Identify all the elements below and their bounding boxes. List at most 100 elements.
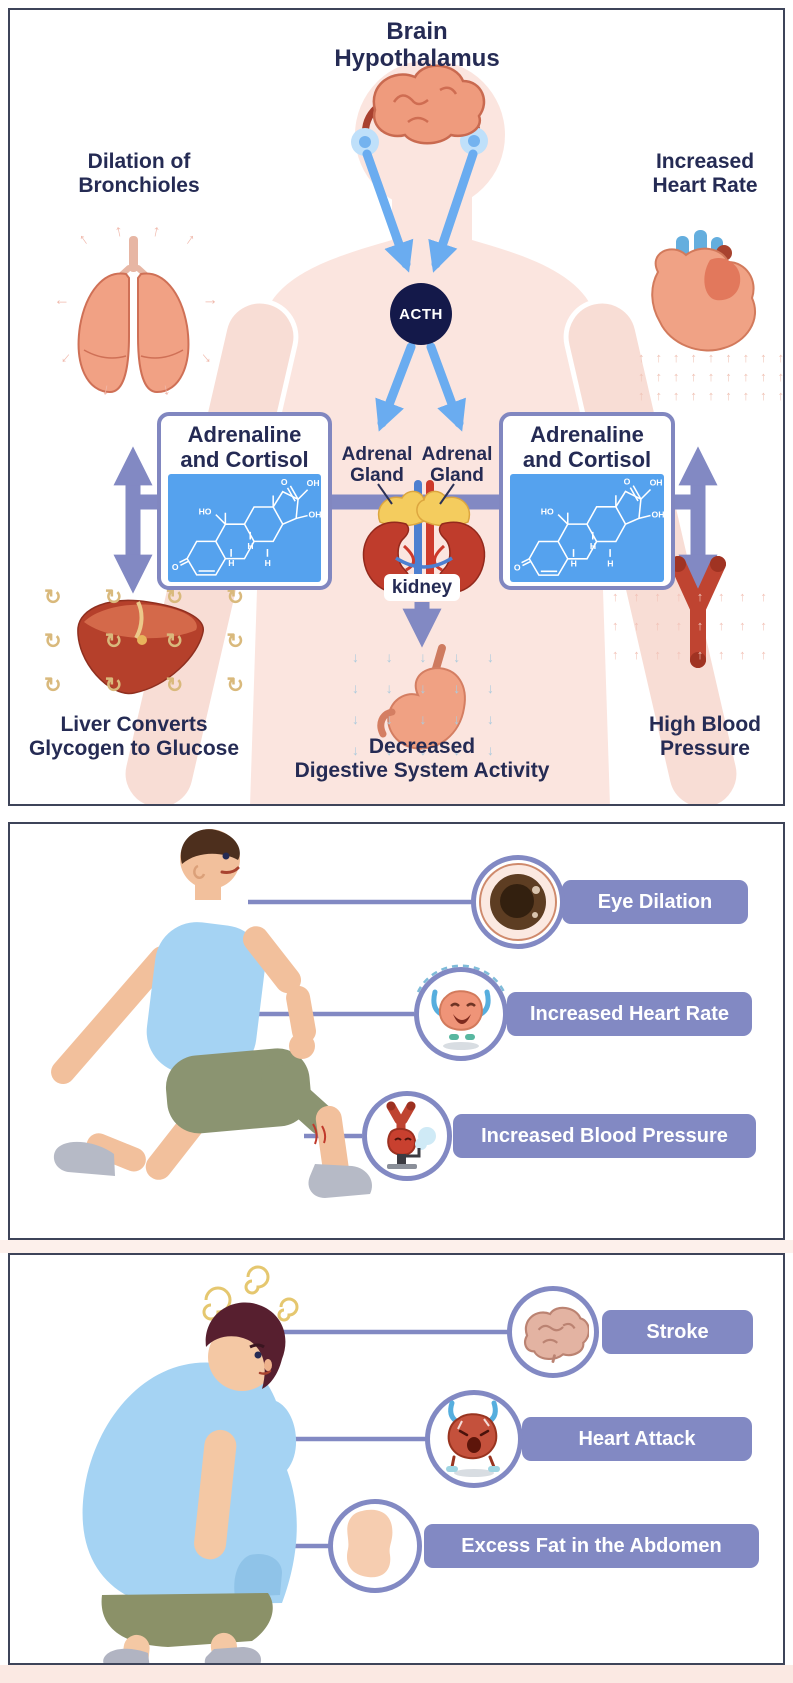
banner-stroke: Stroke [602,1310,753,1354]
bronchioles-line-2: Bronchioles [78,174,200,197]
box-title-line-1: Adrenaline [530,422,644,447]
banner-increased-blood-pressure-text: Increased Blood Pressure [481,1124,728,1147]
heart-icon [651,230,757,352]
abdomen-callout-circle [328,1499,422,1593]
heart-rate-line-2: Heart Rate [652,174,758,197]
dilation-arrow-icon: ↑ [57,349,75,368]
eye-callout-circle [471,855,565,949]
banner-excess-fat: Excess Fat in the Abdomen [424,1524,759,1568]
cortisol-structure-left: O OH HO OH H H H O [168,474,321,582]
dilation-arrow-icon: ↑ [150,222,162,241]
blood-pressure-up-arrows: ↑↑↑↑↑↑↑↑↑↑↑↑↑↑↑↑↑↑↑↑↑↑↑↑↑↑↑ [612,589,783,662]
obese-man-icon [82,1265,299,1663]
stroke-callout-circle [507,1286,599,1378]
page-title: Brain Hypothalamus [222,18,612,72]
dilation-arrow-icon: ↑ [100,381,112,400]
adrenal-line-1: Adrenal [421,444,493,465]
liver-line-1: Liver Converts [60,713,208,736]
eye-icon [479,863,557,941]
chem-label-h1: H [247,541,253,551]
panel-chronic-risks: Stroke Heart Attack [8,1253,785,1665]
banner-increased-heart-rate-text: Increased Heart Rate [530,1002,729,1025]
liver-line-2: Glycogen to Glucose [28,737,240,760]
adrenal-line-1: Adrenal [341,444,413,465]
chem-label-h1: H [590,541,596,551]
adrenal-gland-label-right: Adrenal Gland [412,444,502,486]
chem-label-o-bottom: O [172,562,179,572]
adrenal-line-2: Gland [430,465,484,486]
box-title-line-2: and Cortisol [180,447,309,472]
acth-label: ACTH [399,305,443,323]
banner-stroke-text: Stroke [646,1320,709,1343]
box-title-right: Adrenaline and Cortisol [503,422,671,472]
digestive-line-1: Decreased [368,735,476,758]
banner-heart-attack-text: Heart Attack [578,1427,696,1450]
dilation-arrow-icon: ↑ [113,222,125,241]
kidney-label-text: kidney [391,576,453,598]
chem-label-oh-mid: OH [309,509,321,519]
high-bp-label: High Blood Pressure [598,713,783,761]
high-bp-line-2: Pressure [660,737,750,760]
banner-increased-heart-rate: Increased Heart Rate [507,992,752,1036]
digestive-line-2: Digestive System Activity [294,759,550,782]
title-line-1: Brain [386,18,448,45]
chem-label-o-bottom: O [514,562,521,572]
running-man-icon [51,829,372,1198]
liver-label: Liver Converts Glycogen to Glucose [18,713,250,761]
banner-eye-dilation-text: Eye Dilation [597,890,713,913]
chem-label-oh-top: OH [650,478,663,488]
dizzy-swirls-icon [202,1265,299,1322]
sad-heart-icon [446,1400,500,1477]
cortisol-molecule-icon: O OH HO OH H H H O [514,477,664,576]
blood-pressure-pump-icon [386,1101,436,1169]
banner-heart-attack: Heart Attack [522,1417,752,1461]
bronchioles-line-1: Dilation of [87,150,191,173]
heart-rate-label: Increased Heart Rate [600,150,783,198]
adrenal-line-2: Gland [350,465,404,486]
chem-label-h2: H [228,558,234,568]
brain-icon [372,64,486,145]
pink-divider-strip [0,1240,793,1253]
banner-increased-blood-pressure: Increased Blood Pressure [453,1114,756,1158]
digestive-label: Decreased Digestive System Activity [252,735,592,783]
nerve-signal-dots [351,98,488,156]
dilation-arrow-icon: ↑ [53,298,70,306]
chem-label-o-top: O [624,477,631,487]
heart-attack-callout-circle [425,1390,523,1488]
banner-eye-dilation: Eye Dilation [562,880,748,924]
cortisol-molecule-icon: O OH HO OH H H H O [172,477,321,576]
box-title-line-2: and Cortisol [522,447,652,472]
digestive-down-arrows: ↓↓↓↓↓↓↓↓↓↓↓↓↓↓↓↓↓↓↓↓ [352,649,494,758]
dilation-arrow-icon: ↑ [182,230,199,249]
heart-rate-callout-circle [414,967,508,1061]
box-title-line-1: Adrenaline [187,422,302,447]
pink-footer-strip [0,1665,793,1683]
high-bp-line-1: High Blood [649,713,761,736]
dilation-arrow-icon: ↑ [197,349,215,368]
heart-rate-up-arrows: ↑↑↑↑↑↑↑↑↑↑↑↑↑↑↑↑↑↑↑↑↑↑↑↑↑↑↑ [638,350,784,403]
chem-label-h3: H [265,558,271,568]
dilation-arrow-icon: ↑ [202,298,219,306]
cortisol-structure-right: O OH HO OH H H H O [510,474,664,582]
chem-label-ho: HO [199,507,212,517]
chem-label-oh-mid: OH [651,509,664,519]
lungs-icon [77,236,190,394]
chem-label-h3: H [607,559,613,569]
jumping-heart-icon [431,989,491,1050]
chem-label-oh-top: OH [307,478,320,488]
chem-label-h2: H [571,559,577,569]
dilation-arrow-icon: ↑ [75,230,92,249]
chem-label-ho: HO [541,507,554,517]
kidney-label: kidney [384,574,460,601]
blood-pressure-callout-circle [362,1091,452,1181]
brain-icon [524,1306,589,1363]
adrenal-gland-label-left: Adrenal Gland [332,444,422,486]
panel-stress-pathway: ↑↑↑↑↑↑↑↑↑↑↑↑↑↑↑↑↑↑↑↑↑↑↑↑↑↑↑ ↑↑↑↑↑↑↑↑↑↑↑↑… [8,8,785,806]
adrenaline-cortisol-box-right: Adrenaline and Cortisol [499,412,675,590]
box-title-left: Adrenaline and Cortisol [161,422,328,472]
acth-node: ACTH [390,283,452,345]
adrenaline-cortisol-box-left: Adrenaline and Cortisol [157,412,332,590]
glycogen-cycle-arrows: ↻↻↻↻↻↻↻↻↻↻↻↻ [44,586,244,697]
chem-label-o-top: O [281,477,288,487]
